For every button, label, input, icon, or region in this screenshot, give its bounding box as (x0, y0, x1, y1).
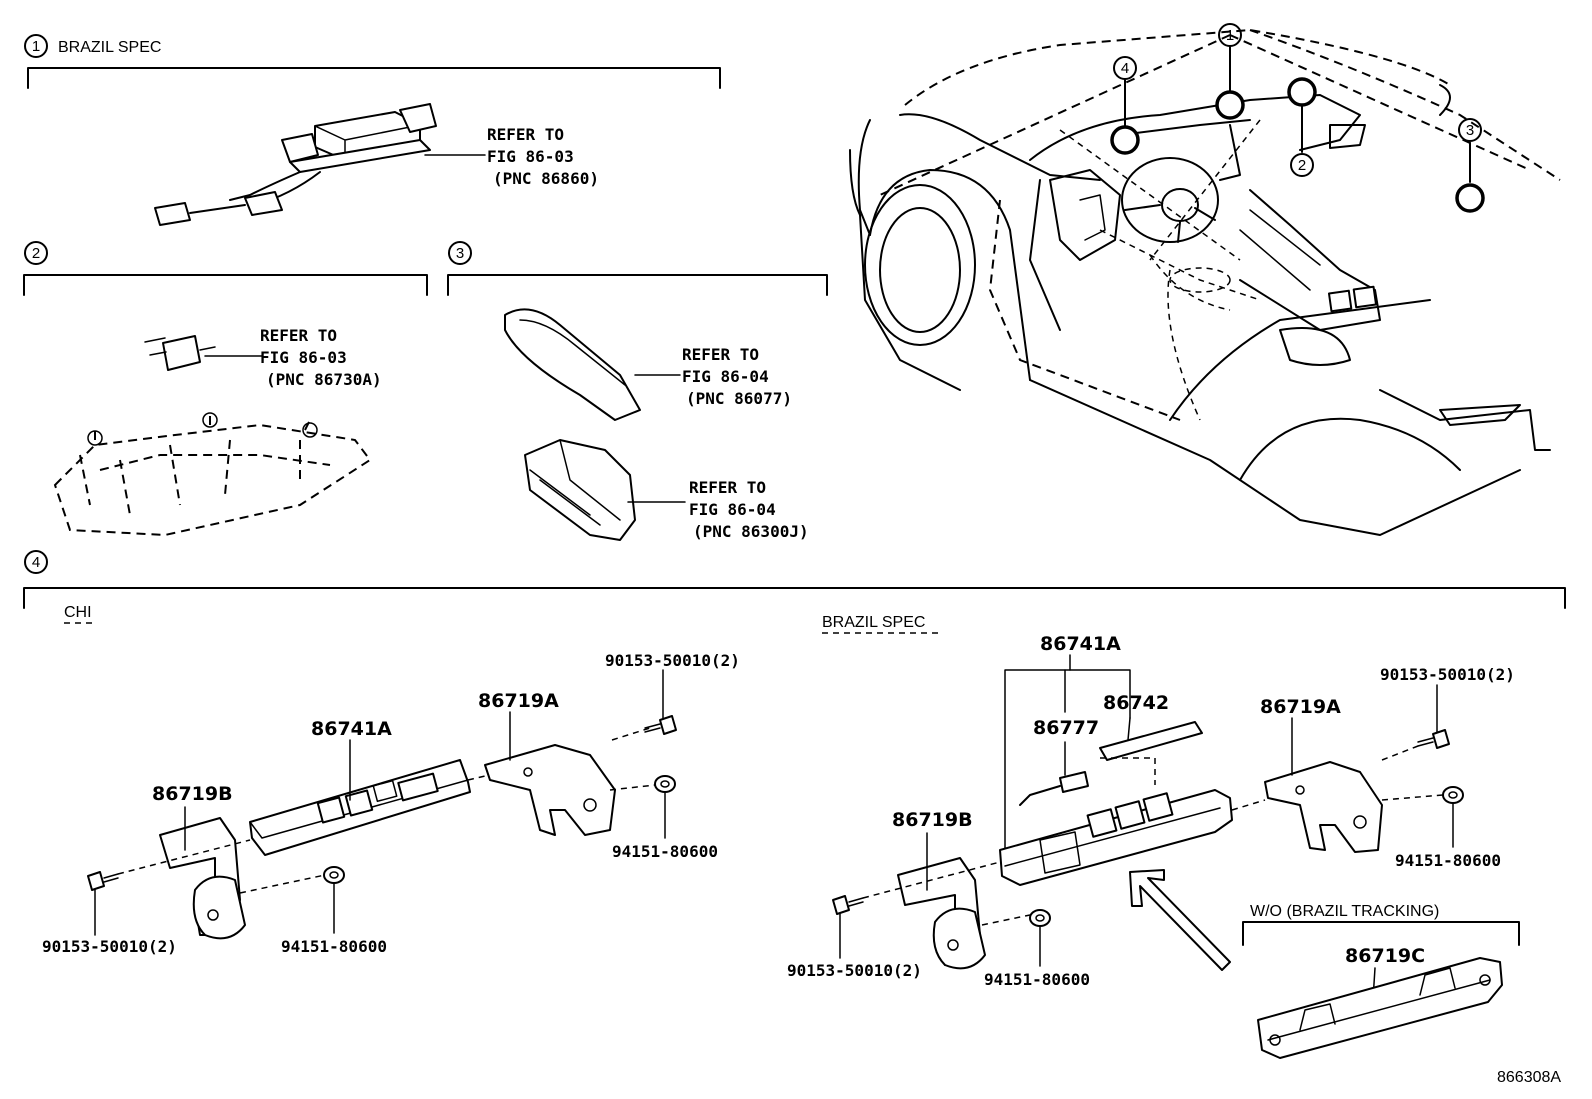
section-1-marker-number: 1 (32, 38, 40, 55)
brazil-bracket-86719C (1257, 957, 1503, 1059)
brazil-pn-86719C: 86719C (1345, 945, 1425, 967)
car-location-mark-1 (1215, 90, 1245, 120)
section-1-marker (24, 34, 48, 58)
section-4-marker-number: 4 (32, 554, 40, 571)
section-3: 3 REFER TO FIG 86-04 (PNC 86077) REFER T… (447, 241, 828, 541)
chi-pn-86741A: 86741A (311, 718, 392, 740)
small-connector-part (144, 335, 216, 371)
ref-r3b-line1: REFER TO (689, 478, 766, 497)
section-1-bracket (27, 67, 721, 89)
brazil-pn-86719B: 86719B (892, 809, 973, 831)
car-callout-4 (1113, 56, 1137, 80)
variant-box-bracket (1242, 921, 1520, 946)
car-callout-2-number: 2 (1298, 157, 1306, 174)
brazil-part-86777 (1059, 771, 1089, 793)
ref-r3b-line3: (PNC 86300J) (693, 522, 809, 541)
ref-r3a-line3: (PNC 86077) (686, 389, 792, 408)
chi-assembly: 86741A 86719A 86719B 90153-50010(2) 9415… (42, 651, 740, 956)
car-callout-1 (1218, 23, 1242, 47)
brazil-bracket-86719A (1264, 761, 1383, 853)
ref-r3a-line2: FIG 86-04 (682, 367, 769, 386)
vehicle-interior-illustration: 1 2 3 4 (849, 23, 1561, 536)
brazil-part-86742 (1099, 721, 1203, 761)
brazil-pn-90153-bottom: 90153-50010(2) (787, 961, 922, 980)
chi-nut-right (654, 775, 676, 793)
ref-r2-line2: FIG 86-03 (260, 348, 347, 367)
section-4: 4 CHI BRAZIL SPEC 86741A 86719A (23, 550, 1566, 1059)
ref-r2-line3: (PNC 86730A) (266, 370, 382, 389)
brazil-tracking-module (154, 103, 437, 226)
car-callout-4-number: 4 (1121, 60, 1129, 77)
antenna-base-assembly (524, 439, 636, 541)
ref-r3a-line1: REFER TO (682, 345, 759, 364)
section-3-bracket (447, 274, 828, 296)
install-direction-arrow (1129, 869, 1231, 971)
brazil-nut-right (1442, 786, 1464, 804)
ref-r1-line1: REFER TO (487, 125, 564, 144)
variant-label-wo-brazil-tracking: W/O (BRAZIL TRACKING) (1250, 903, 1439, 920)
section-3-marker (448, 241, 472, 265)
section-4-bracket (23, 587, 1566, 609)
car-callout-1-number: 1 (1226, 27, 1234, 44)
chi-pn-90153-bottom: 90153-50010(2) (42, 937, 177, 956)
section-1-title: BRAZIL SPEC (58, 39, 161, 56)
variant-label-brazil-spec: BRAZIL SPEC (822, 614, 925, 631)
brazil-assembly: 86741A 86742 86777 86719 (787, 633, 1520, 1059)
car-callout-3-number: 3 (1466, 122, 1474, 139)
car-location-mark-3 (1455, 183, 1485, 213)
diagram-id: 866308A (1497, 1069, 1561, 1086)
ref-r1-line3: (PNC 86860) (493, 169, 599, 188)
variant-label-chi: CHI (64, 604, 92, 621)
section-4-marker (24, 550, 48, 574)
brazil-pn-86719A: 86719A (1260, 696, 1341, 718)
chi-pn-94151-right: 94151-80600 (612, 842, 718, 861)
brazil-pn-94151-right: 94151-80600 (1395, 851, 1501, 870)
brazil-pn-86741A: 86741A (1040, 633, 1121, 655)
car-location-mark-4 (1110, 125, 1140, 155)
chi-bracket-86719A (484, 744, 616, 836)
brazil-pn-86777: 86777 (1033, 717, 1099, 739)
section-2-bracket (23, 274, 428, 296)
chi-pn-94151-bottom: 94151-80600 (281, 937, 387, 956)
section-1: 1 BRAZIL SPEC REFER TO FIG 86-03 (PNC 86… (24, 34, 721, 226)
chi-nut-bottom (323, 866, 345, 884)
ref-r2-line1: REFER TO (260, 326, 337, 345)
brazil-nut-bottom (1029, 909, 1051, 927)
section-2-marker-number: 2 (32, 245, 40, 262)
car-location-mark-2 (1287, 77, 1317, 107)
shark-fin-antenna-cover (504, 308, 641, 421)
brazil-pn-94151-bottom: 94151-80600 (984, 970, 1090, 989)
section-2: 2 REFER TO FIG 86-03 (PNC 86730A) (23, 241, 428, 537)
brazil-pn-90153-top: 90153-50010(2) (1380, 665, 1515, 684)
section-2-marker (24, 241, 48, 265)
ref-r3b-line2: FIG 86-04 (689, 500, 776, 519)
car-callout-2 (1290, 153, 1314, 177)
chi-pn-90153-top: 90153-50010(2) (605, 651, 740, 670)
car-callout-3 (1458, 118, 1482, 142)
section-3-marker-number: 3 (456, 245, 464, 262)
chi-pn-86719B: 86719B (152, 783, 233, 805)
chi-pn-86719A: 86719A (478, 690, 559, 712)
overhead-console-dashed (53, 410, 372, 537)
brazil-control-unit (999, 789, 1233, 886)
brazil-pn-86742: 86742 (1103, 692, 1169, 714)
ref-r1-line2: FIG 86-03 (487, 147, 574, 166)
